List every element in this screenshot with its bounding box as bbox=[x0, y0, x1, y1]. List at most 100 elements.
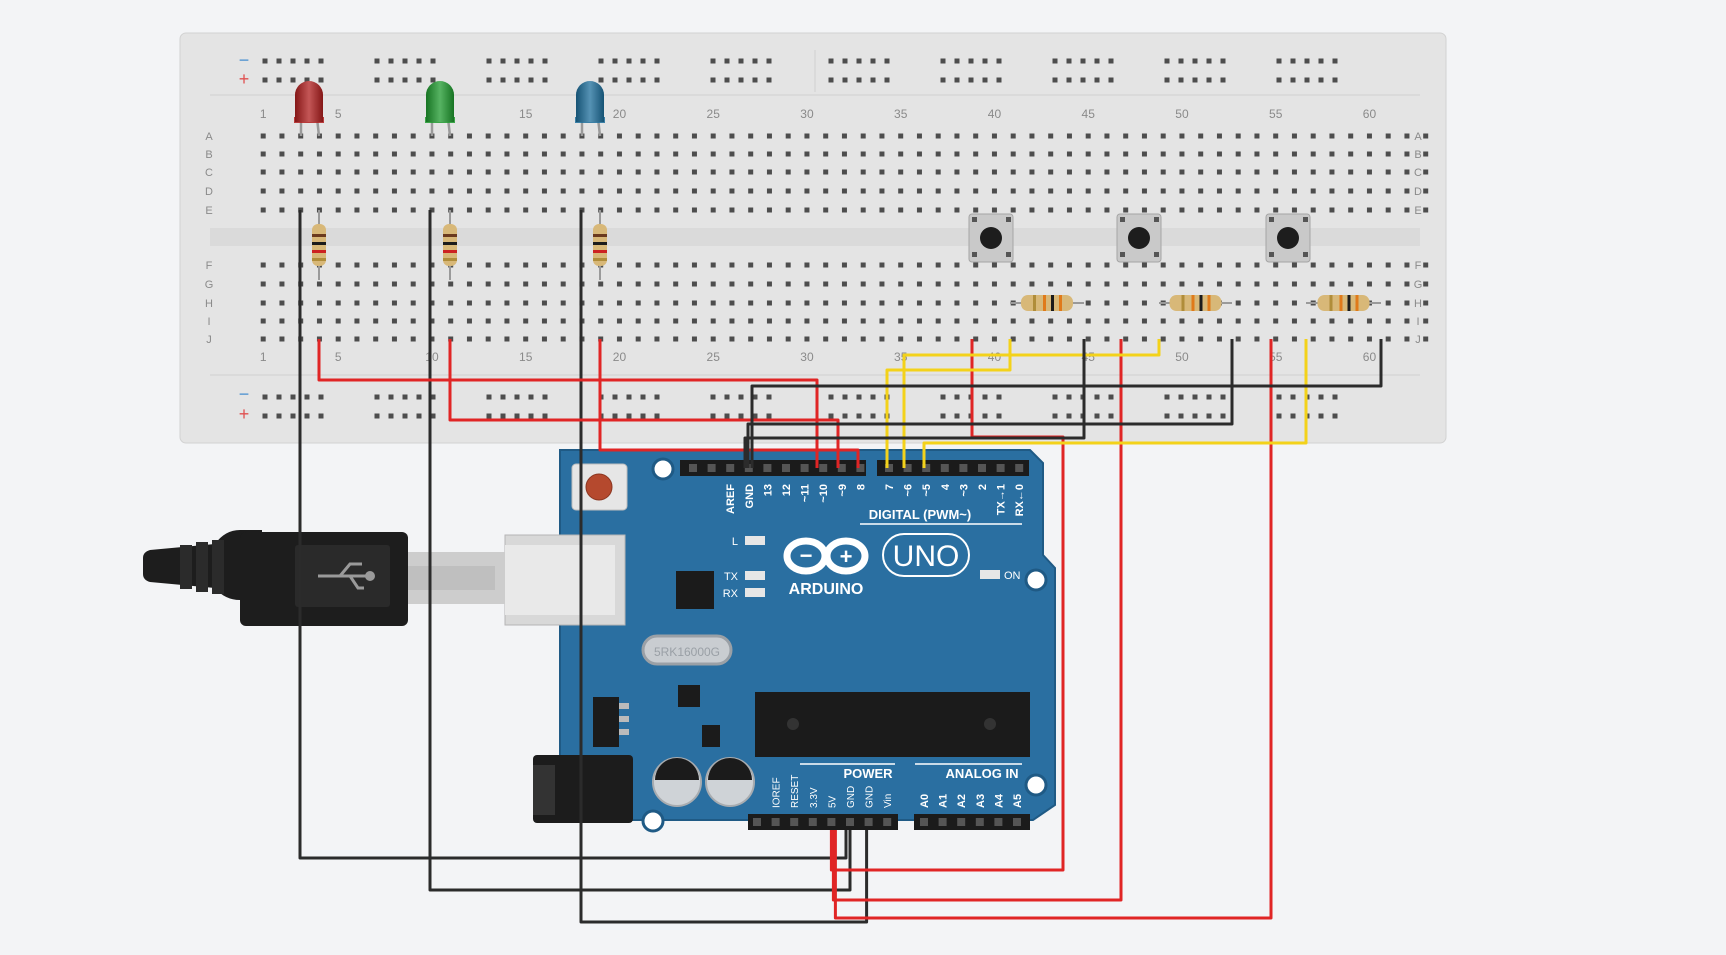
rail-hole bbox=[1192, 413, 1198, 419]
breadboard-hole bbox=[504, 281, 510, 287]
button-pin bbox=[1154, 252, 1159, 257]
breadboard-hole bbox=[260, 207, 266, 213]
breadboard-hole bbox=[1273, 133, 1279, 139]
breadboard-hole bbox=[335, 133, 341, 139]
breadboard-hole bbox=[1085, 133, 1091, 139]
breadboard-hole bbox=[1423, 188, 1429, 194]
breadboard-hole bbox=[523, 151, 529, 157]
resistor-band bbox=[1033, 295, 1036, 311]
rail-hole bbox=[982, 77, 988, 83]
breadboard-hole bbox=[279, 281, 285, 287]
power-jack bbox=[533, 755, 633, 823]
breadboard-hole bbox=[654, 151, 660, 157]
mounting-hole bbox=[1024, 568, 1048, 592]
breadboard-hole bbox=[410, 336, 416, 342]
breadboard-hole bbox=[1291, 262, 1297, 268]
rail-hole bbox=[318, 413, 324, 419]
chip-notch bbox=[787, 718, 799, 730]
resistor-band bbox=[593, 242, 607, 245]
breadboard-hole bbox=[316, 151, 322, 157]
rail-hole bbox=[1276, 394, 1282, 400]
button-1[interactable] bbox=[968, 213, 1014, 263]
rail-hole bbox=[514, 413, 520, 419]
breadboard-hole bbox=[523, 262, 529, 268]
header-pin bbox=[726, 464, 735, 472]
rail-hole bbox=[1332, 58, 1338, 64]
rail-hole bbox=[1052, 77, 1058, 83]
resistor-band bbox=[443, 258, 457, 261]
rail-hole bbox=[514, 58, 520, 64]
breadboard-hole bbox=[785, 318, 791, 324]
analog-pin-label: A1 bbox=[938, 794, 950, 808]
regulator-pin bbox=[619, 729, 629, 735]
breadboard-hole bbox=[298, 151, 304, 157]
breadboard-hole bbox=[316, 300, 322, 306]
arduino-uno[interactable]: 5RK16000G − + ARDUINO UNO L TX RX ON bbox=[504, 449, 1056, 833]
button-3[interactable] bbox=[1265, 213, 1311, 263]
rail-hole bbox=[996, 394, 1002, 400]
breadboard-hole bbox=[448, 169, 454, 175]
breadboard-hole bbox=[1104, 133, 1110, 139]
breadboard-hole bbox=[691, 169, 697, 175]
breadboard-hole bbox=[916, 336, 922, 342]
breadboard-hole bbox=[1160, 207, 1166, 213]
rail-hole bbox=[870, 413, 876, 419]
rail-hole bbox=[654, 413, 660, 419]
row-label: B bbox=[1414, 149, 1421, 161]
header-pin bbox=[819, 464, 828, 472]
red-led bbox=[294, 81, 324, 137]
breadboard-hole bbox=[1273, 318, 1279, 324]
column-label: 1 bbox=[260, 107, 267, 121]
breadboard-hole bbox=[654, 336, 660, 342]
breadboard-hole bbox=[954, 133, 960, 139]
row-label: G bbox=[205, 279, 214, 291]
column-label: 15 bbox=[519, 107, 533, 121]
breadboard-hole bbox=[1254, 300, 1260, 306]
breadboard-hole bbox=[1216, 133, 1222, 139]
reset-button[interactable] bbox=[585, 473, 613, 501]
breadboard-hole bbox=[560, 262, 566, 268]
digital-pin-label: ~5 bbox=[921, 484, 933, 497]
rail-hole bbox=[486, 394, 492, 400]
breadboard-hole bbox=[1048, 318, 1054, 324]
breadboard-hole bbox=[429, 207, 435, 213]
breadboard-hole bbox=[823, 318, 829, 324]
analog-pin-label: A3 bbox=[975, 794, 987, 808]
button-2[interactable] bbox=[1116, 213, 1162, 263]
breadboard-hole bbox=[748, 207, 754, 213]
breadboard-hole bbox=[1273, 169, 1279, 175]
breadboard-hole bbox=[785, 188, 791, 194]
breadboard-hole bbox=[1235, 169, 1241, 175]
breadboard-hole bbox=[1160, 336, 1166, 342]
breadboard-hole bbox=[691, 336, 697, 342]
rail-hole bbox=[982, 394, 988, 400]
breadboard-hole bbox=[391, 318, 397, 324]
header-pin bbox=[707, 464, 716, 472]
rail-hole bbox=[738, 413, 744, 419]
breadboard-hole bbox=[1254, 169, 1260, 175]
rail-hole bbox=[388, 58, 394, 64]
breadboard-hole bbox=[1160, 281, 1166, 287]
rail-hole bbox=[262, 77, 268, 83]
breadboard-center-channel bbox=[210, 228, 1420, 246]
breadboard-hole bbox=[279, 318, 285, 324]
breadboard-hole bbox=[1198, 188, 1204, 194]
breadboard-hole bbox=[429, 281, 435, 287]
rail-hole bbox=[290, 413, 296, 419]
breadboard-hole bbox=[804, 281, 810, 287]
breadboard-hole bbox=[748, 281, 754, 287]
breadboard-hole bbox=[710, 188, 716, 194]
breadboard-hole bbox=[1423, 169, 1429, 175]
rail-hole bbox=[1290, 394, 1296, 400]
resistor-band bbox=[312, 258, 326, 261]
column-label: 20 bbox=[613, 107, 627, 121]
breadboard-hole bbox=[1348, 336, 1354, 342]
breadboard-hole bbox=[1348, 318, 1354, 324]
rail-hole bbox=[1164, 77, 1170, 83]
breadboard-hole bbox=[1385, 151, 1391, 157]
breadboard-hole bbox=[898, 318, 904, 324]
breadboard-hole bbox=[616, 318, 622, 324]
breadboard-hole bbox=[1385, 336, 1391, 342]
breadboard-hole bbox=[1366, 318, 1372, 324]
rail-hole bbox=[1066, 77, 1072, 83]
